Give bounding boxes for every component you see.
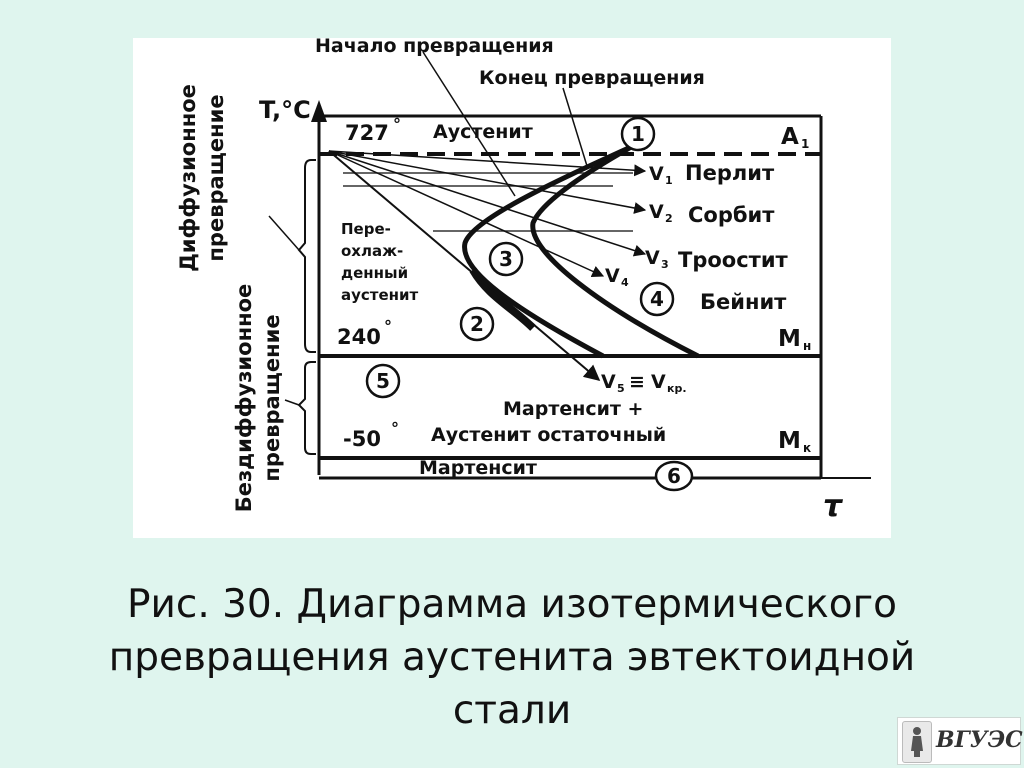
- region-number: 1: [631, 122, 645, 146]
- logo-text: ВГУЭС: [936, 727, 1023, 753]
- temp-240: 240: [337, 325, 381, 349]
- velocity-v2: V: [649, 201, 664, 223]
- region-marker-1: 1: [620, 116, 656, 152]
- phase-sorbite: Сорбит: [688, 203, 775, 227]
- figure-caption: Рис. 30. Диаграмма изотермического превр…: [0, 578, 1024, 737]
- phase-martensite-austenite-1: Мартенсит +: [503, 398, 643, 420]
- phase-supercooled-2: охлаж-: [341, 242, 403, 260]
- cooling-curve-v1: [328, 150, 647, 177]
- brace-pointer: [268, 215, 300, 251]
- y-axis-arrow: [311, 100, 327, 122]
- caption-line-3: стали: [452, 688, 572, 733]
- velocity-v3-sub: 3: [661, 258, 669, 271]
- phase-pearlite: Перлит: [685, 161, 775, 185]
- caption-line-2: превращения аустенита эвтектоидной: [108, 635, 916, 680]
- caption-line-1: Рис. 30. Диаграмма изотермического: [127, 582, 897, 627]
- side-label-diffusionless-2: превращение: [260, 314, 284, 481]
- brace-diffusion: [297, 159, 316, 353]
- label-mn: M: [778, 326, 801, 352]
- velocity-vkr: V: [651, 371, 666, 393]
- curve-start: [462, 143, 635, 359]
- cooling-curve-v5: [328, 150, 601, 382]
- label-mk: M: [778, 428, 801, 454]
- cooling-curve-v2: [328, 150, 647, 214]
- velocity-v4: V: [605, 265, 620, 287]
- leader-end: [562, 87, 588, 167]
- degree-mark: °: [391, 419, 399, 438]
- degree-mark: °: [384, 317, 392, 336]
- region-marker-3: 3: [488, 241, 524, 277]
- degree-mark: °: [393, 115, 401, 134]
- diagram-figure: Диффузионное превращение Бездиффузионное…: [133, 38, 891, 538]
- phase-supercooled-1: Пере-: [341, 220, 391, 238]
- region-number: 4: [650, 287, 664, 311]
- velocity-v5-sub: 5: [617, 382, 625, 395]
- region-marker-6: 6: [654, 460, 694, 492]
- region-number: 3: [499, 247, 513, 271]
- label-transformation-end: Конец превращения: [479, 67, 705, 89]
- equiv-sign: ≡: [629, 371, 645, 393]
- phase-supercooled-4: аустенит: [341, 286, 419, 304]
- brace-pointer: [284, 399, 300, 406]
- university-logo: ВГУЭС: [897, 717, 1023, 765]
- curve-end: [530, 143, 700, 359]
- temp-minus-50: -50: [343, 427, 381, 451]
- side-label-diffusion-1: Диффузионное: [176, 84, 200, 272]
- phase-austenite: Аустенит: [433, 121, 533, 143]
- cooling-curve-v4: [328, 150, 605, 277]
- label-transformation-start: Начало превращения: [315, 38, 554, 57]
- phase-martensite: Мартенсит: [419, 457, 537, 479]
- side-label-diffusionless-1: Бездиффузионное: [232, 284, 256, 513]
- axis-label-y: T,°C: [259, 96, 311, 124]
- velocity-v2-sub: 2: [665, 212, 673, 225]
- velocity-v5: V: [601, 371, 616, 393]
- region-number: 5: [376, 369, 390, 393]
- region-number: 6: [667, 464, 681, 488]
- statue-emblem-icon: [902, 721, 932, 763]
- phase-bainite: Бейнит: [700, 290, 787, 314]
- velocity-v4-sub: 4: [621, 276, 629, 289]
- velocity-v1: V: [649, 163, 664, 185]
- region-number: 2: [470, 312, 484, 336]
- velocity-vkr-sub: кр.: [667, 382, 687, 395]
- region-marker-4: 4: [639, 281, 675, 317]
- leader-start: [422, 51, 516, 197]
- side-label-diffusion-2: превращение: [204, 94, 228, 261]
- region-marker-5: 5: [365, 363, 401, 399]
- phase-supercooled-3: денный: [341, 264, 408, 282]
- brace-diffusionless: [297, 361, 316, 455]
- label-a1-sub: 1: [801, 137, 809, 151]
- axis-label-x: τ: [823, 489, 844, 524]
- temp-727: 727: [345, 121, 389, 145]
- ttt-diagram: Диффузионное превращение Бездиффузионное…: [176, 38, 871, 524]
- phase-troostite: Троостит: [678, 248, 789, 272]
- region-marker-2: 2: [459, 306, 495, 342]
- label-mn-sub: н: [803, 339, 811, 353]
- cooling-curve-v3: [328, 150, 647, 257]
- velocity-v1-sub: 1: [665, 174, 673, 187]
- label-mk-sub: к: [803, 441, 811, 455]
- velocity-v3: V: [645, 247, 660, 269]
- label-a1: A: [781, 124, 799, 150]
- phase-martensite-austenite-2: Аустенит остаточный: [431, 424, 666, 446]
